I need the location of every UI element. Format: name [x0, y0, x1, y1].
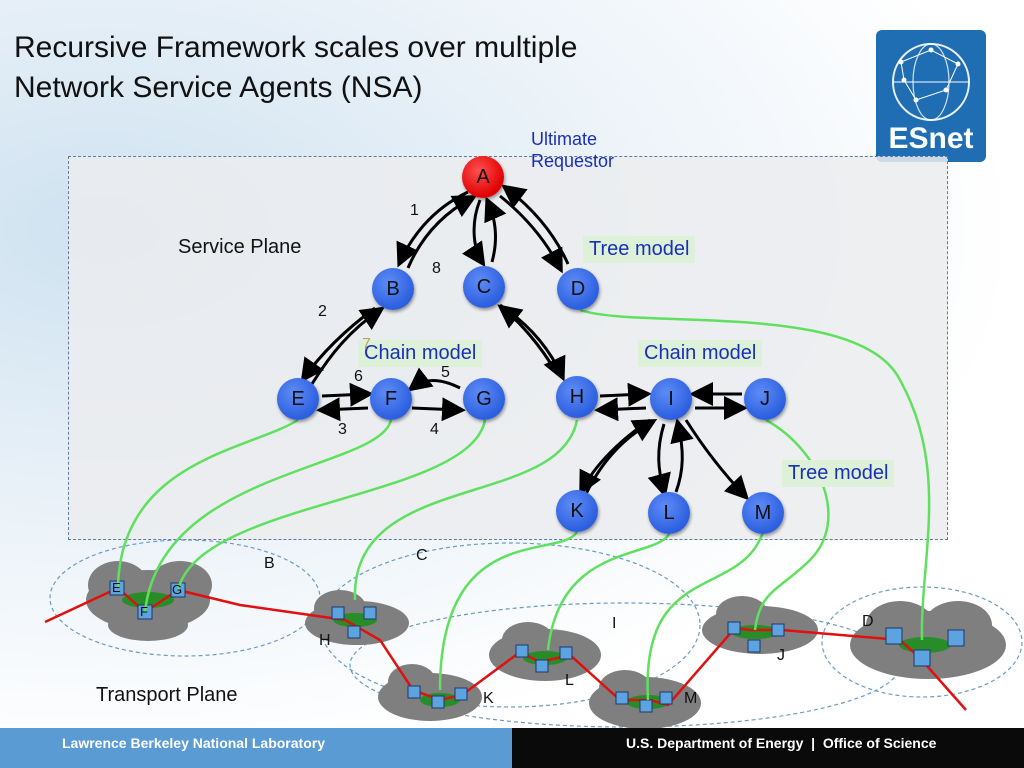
seq-8: 8	[432, 260, 441, 277]
nsa-node-c: C	[463, 266, 505, 308]
transport-plane-label: Transport Plane	[96, 684, 238, 706]
esnet-logo: ESnet	[876, 30, 986, 162]
title-line-1: Recursive Framework scales over multiple	[14, 31, 578, 64]
seq-3: 3	[338, 421, 347, 438]
nsa-node-h: H	[556, 376, 598, 418]
title-line-2: Network Service Agents (NSA)	[14, 71, 423, 104]
nsa-node-b: B	[372, 268, 414, 310]
footer-lab-name: Lawrence Berkeley National Laboratory	[62, 735, 325, 751]
tree-model-bottom: Tree model	[782, 460, 895, 487]
ultimate-requestor-line2: Requestor	[531, 151, 615, 171]
globe-icon	[892, 43, 970, 121]
transport-label-j: J	[777, 647, 785, 664]
nsa-node-g: G	[463, 378, 505, 420]
transport-label-e: E	[112, 580, 121, 595]
slide-title: Recursive Framework scales over multiple…	[14, 28, 578, 108]
transport-label-d: D	[862, 613, 874, 630]
transport-path	[44, 586, 967, 711]
seq-2: 2	[318, 303, 327, 320]
transport-label-b: B	[264, 555, 275, 572]
nsa-node-e: E	[277, 378, 319, 420]
nsa-node-m: M	[742, 492, 784, 534]
transport-label-i: I	[612, 615, 617, 632]
transport-label-f: F	[140, 604, 148, 619]
mapping-lines	[116, 308, 931, 701]
nsa-node-l: L	[648, 492, 690, 534]
seq-7: 7	[362, 336, 371, 353]
transport-label-k: K	[483, 690, 494, 707]
seq-1: 1	[410, 202, 419, 219]
footer-right-bar	[512, 728, 1024, 768]
logo-text: ESnet	[888, 122, 974, 155]
seq-6: 6	[354, 368, 363, 385]
tree-model-top: Tree model	[583, 236, 696, 263]
ultimate-requestor-line1: Ultimate	[531, 129, 598, 149]
seq-4: 4	[430, 421, 439, 438]
transport-label-m: M	[684, 690, 698, 707]
nsa-node-d: D	[557, 268, 599, 310]
control-arrows	[300, 184, 750, 501]
transport-label-l: L	[565, 672, 574, 689]
transport-label-h: H	[319, 632, 331, 649]
ultimate-requestor-label: Ultimate Requestor	[531, 128, 614, 172]
transport-label-g: G	[172, 582, 183, 597]
nsa-node-i: I	[650, 378, 692, 420]
chain-model-right: Chain model	[638, 340, 763, 367]
nsa-node-k: K	[556, 490, 598, 532]
footer-doe: U.S. Department of Energy | Office of Sc…	[626, 735, 937, 751]
transport-label-c: C	[416, 547, 428, 564]
footer-left-bar	[0, 728, 512, 768]
switch-cubes	[109, 580, 965, 713]
nsa-node-a: A	[462, 156, 504, 198]
service-plane-label: Service Plane	[178, 236, 302, 258]
chain-model-left: Chain model	[358, 340, 483, 367]
nsa-node-j: J	[744, 378, 786, 420]
nsa-node-f: F	[370, 378, 412, 420]
seq-5: 5	[441, 364, 450, 381]
